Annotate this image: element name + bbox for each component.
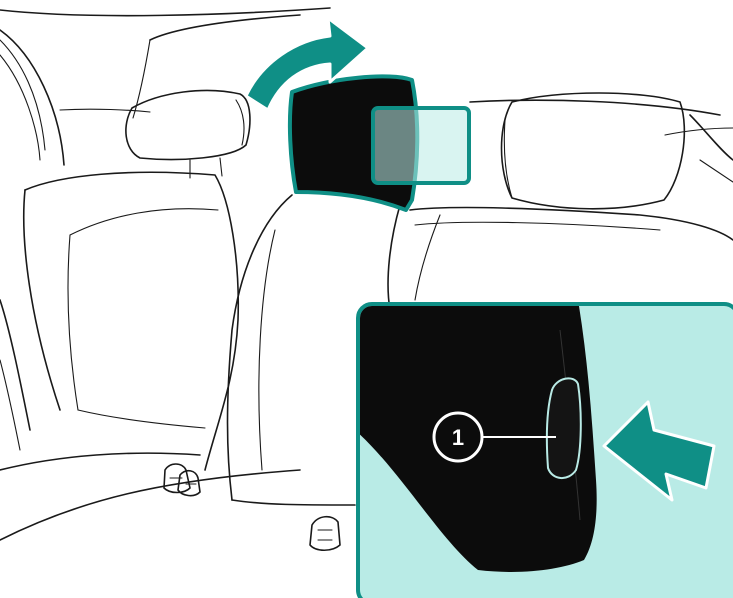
detail-inset: 1 — [355, 300, 733, 598]
seat-belt-buckle-left — [164, 464, 200, 496]
callout-label: 1 — [452, 425, 464, 450]
left-seat — [0, 172, 300, 540]
right-headrest — [502, 93, 685, 209]
left-headrest — [126, 90, 250, 178]
right-seat-back — [410, 208, 733, 300]
detail-highlight-box — [373, 108, 469, 183]
headrest-release-button — [547, 378, 581, 478]
callout-1: 1 — [434, 413, 482, 461]
seat-belt-buckle-right — [310, 517, 340, 551]
